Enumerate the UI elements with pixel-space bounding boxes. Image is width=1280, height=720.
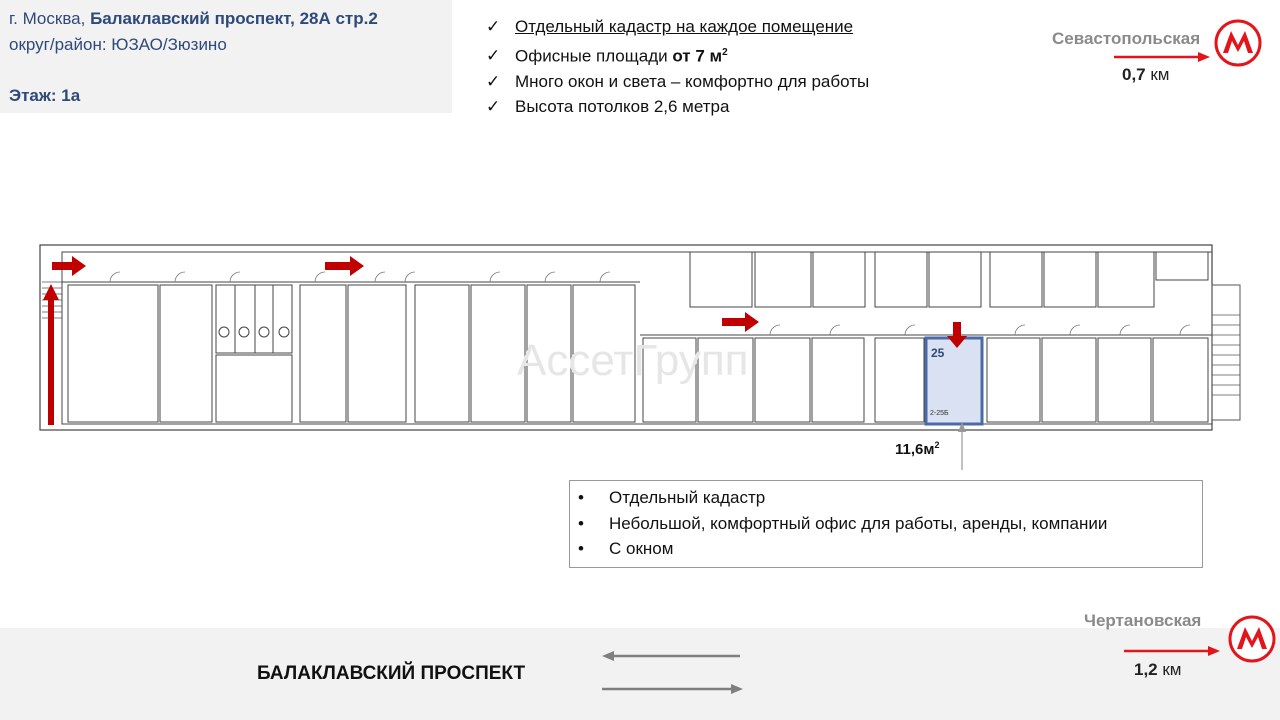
metro-distance-bottom: 1,2 км [1134, 660, 1182, 679]
address-street: Балаклавский проспект, 28А стр.2 [90, 9, 378, 28]
metro-station-top: Севастопольская [1052, 29, 1201, 48]
feature-list: ✓ Отдельный кадастр на каждое помещение ✓… [486, 14, 869, 120]
office-area: 11,6м2 [895, 440, 940, 458]
arrow-right-icon [1124, 646, 1220, 656]
check-icon: ✓ [486, 17, 501, 36]
room-code: 2-25Б [930, 410, 949, 417]
check-icon: ✓ [486, 71, 501, 91]
arrow-right-icon [325, 256, 364, 276]
office-info-box: •Отдельный кадастр •Небольшой, комфортны… [569, 480, 1203, 568]
room-number: 25 [931, 346, 945, 360]
feature-text: Офисные площади [515, 46, 673, 66]
watermark-text: АссетГрупп [517, 336, 749, 385]
address-district: округ/район: ЮЗАО/Зюзино [9, 35, 227, 54]
floor-plan: АссетГрупп 25 2-25Б [39, 244, 1241, 470]
feature-text: Высота потолков 2,6 метра [515, 97, 730, 117]
metro-station-bottom: Чертановская [1084, 611, 1202, 630]
feature-area-bold: от 7 м [672, 46, 723, 66]
arrow-down-icon [947, 322, 967, 348]
info-item: •С окном [578, 539, 674, 558]
info-item: •Отдельный кадастр [578, 488, 766, 507]
metro-logo-icon [1228, 615, 1276, 663]
address-panel: г. Москва, Балаклавский проспект, 28А ст… [0, 0, 452, 113]
arrow-right-icon [1114, 52, 1210, 62]
arrow-up-icon [43, 284, 59, 425]
metro-logo-icon [1214, 19, 1262, 67]
arrow-right-icon [52, 256, 86, 276]
floor-label: Этаж: 1а [9, 86, 81, 105]
feature-item: ✓ Высота потолков 2,6 метра [486, 94, 869, 120]
feature-item: ✓ Отдельный кадастр на каждое помещение [486, 14, 869, 40]
road-band [0, 628, 1280, 720]
info-item: •Небольшой, комфортный офис для работы, … [578, 514, 1108, 533]
road-name: БАЛАКЛАВСКИЙ ПРОСПЕКТ [257, 663, 526, 684]
feature-item: ✓ Офисные площади от 7 м2 [486, 40, 869, 69]
arrow-right-icon [722, 312, 759, 332]
highlighted-office[interactable] [924, 336, 984, 426]
traffic-arrows-icon [602, 651, 743, 694]
address-city: г. Москва, [9, 9, 91, 28]
feature-text: Отдельный кадастр на каждое помещение [515, 17, 854, 36]
feature-area-sup: 2 [722, 46, 728, 58]
metro-distance-top: 0,7 км [1122, 65, 1170, 84]
address-line: г. Москва, Балаклавский проспект, 28А ст… [9, 7, 378, 31]
check-icon: ✓ [486, 97, 501, 117]
feature-text: Много окон и света – комфортно для работ… [515, 71, 870, 91]
feature-item: ✓ Много окон и света – комфортно для рабо… [486, 69, 869, 95]
check-icon: ✓ [486, 46, 501, 66]
